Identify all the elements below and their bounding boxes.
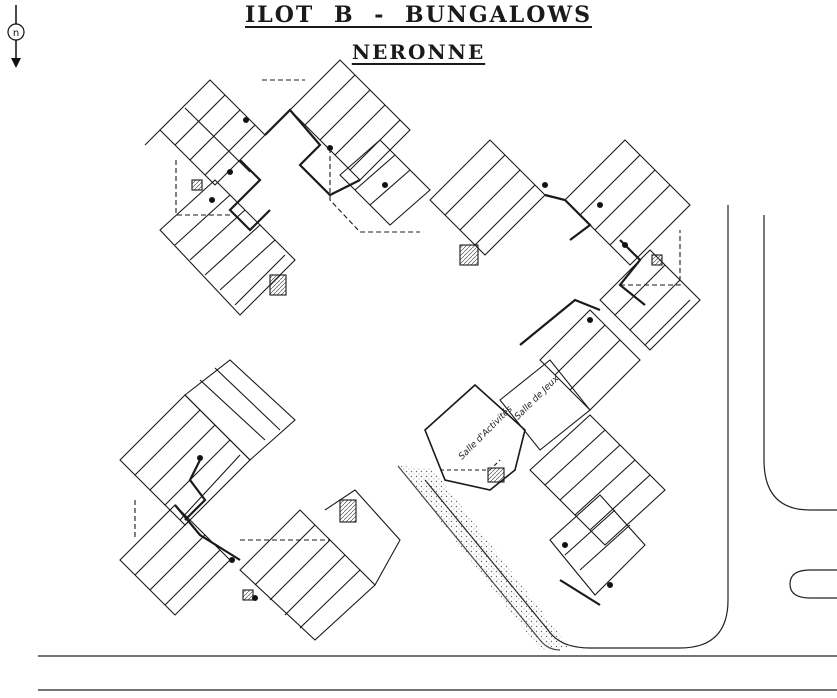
north-letter: n <box>13 28 19 39</box>
north-arrow-icon: n <box>7 5 25 68</box>
site-boundaries <box>38 205 837 691</box>
plan-title: ILOT B - BUNGALOWS <box>245 2 592 28</box>
bungalow-cluster-top-right <box>429 139 701 351</box>
bungalow-cluster-bottom-left <box>119 359 401 641</box>
room-label-activities: Salle d'Activités <box>456 404 515 463</box>
bungalow-cluster-top-left <box>144 59 431 316</box>
room-label-games: Salle de Jeux <box>513 374 562 423</box>
plan-subtitle: NERONNE <box>351 40 486 64</box>
bungalow-cluster-bottom-right <box>424 298 666 606</box>
path-strip <box>398 466 570 650</box>
